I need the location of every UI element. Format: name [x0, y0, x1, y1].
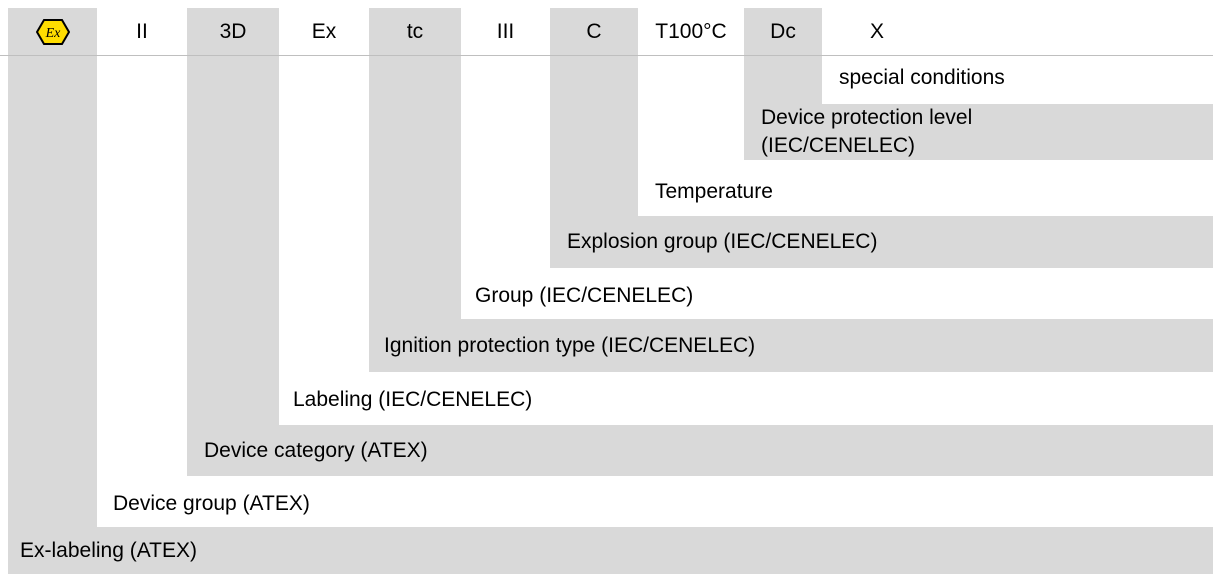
column-band-ex — [8, 8, 97, 546]
row-label-line1: Device protection level — [761, 106, 973, 129]
row-label-text: Group (IEC/CENELEC) — [475, 284, 694, 307]
column-band-3d — [187, 8, 279, 425]
header-divider — [0, 55, 1213, 56]
row-label-text: special conditions — [839, 66, 1005, 89]
header-cell-dc: Dc — [770, 19, 796, 43]
row-label-text: Explosion group (IEC/CENELEC) — [567, 230, 878, 253]
row-label-text: Device group (ATEX) — [113, 492, 310, 515]
header-cell-ex: Ex — [311, 19, 337, 43]
column-band-c — [550, 8, 638, 216]
row-special-conditions: special conditions — [822, 64, 1213, 92]
row-explosion-group: Explosion group (IEC/CENELEC) — [550, 216, 1213, 268]
row-ex-labeling: Ex-labeling (ATEX) — [8, 527, 1213, 574]
row-device-group: Device group (ATEX) — [97, 490, 1213, 518]
ex-hexagon-icon: Ex — [35, 18, 70, 45]
header-cell-tc: tc — [406, 19, 424, 43]
header-cell-ii: II — [136, 19, 148, 43]
column-band-tc — [369, 8, 461, 319]
row-ignition-protection-type: Ignition protection type (IEC/CENELEC) — [369, 319, 1213, 372]
header-ex-symbol: Ex — [8, 8, 97, 55]
row-label-line2: (IEC/CENELEC) — [761, 134, 916, 157]
row-label-text: Ignition protection type (IEC/CENELEC) — [384, 334, 756, 357]
row-labeling: Labeling (IEC/CENELEC) — [279, 386, 1213, 414]
header-cell-iii: III — [496, 19, 515, 43]
row-label-text: Device category (ATEX) — [204, 439, 428, 462]
row-device-category: Device category (ATEX) — [187, 425, 1213, 476]
header-cell-c: C — [586, 19, 602, 43]
row-group: Group (IEC/CENELEC) — [461, 282, 1213, 310]
row-temperature: Temperature — [638, 178, 1213, 206]
header-cell-temp: T100°C — [655, 19, 727, 43]
row-label-text: Ex-labeling (ATEX) — [20, 539, 198, 562]
header-cell-x: X — [869, 19, 884, 43]
header-cell-3d: 3D — [219, 19, 247, 43]
ex-symbol-text: Ex — [44, 26, 61, 41]
row-label-text: Labeling (IEC/CENELEC) — [293, 388, 533, 411]
row-device-protection-level: Device protection level (IEC/CENELEC) — [744, 104, 1213, 160]
row-label-text: Temperature — [655, 180, 773, 203]
